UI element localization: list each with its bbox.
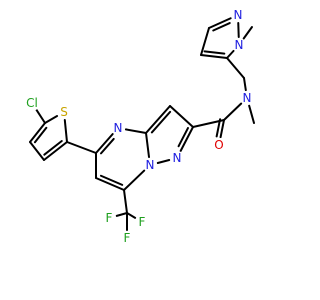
bond-cs2-cs3 [43, 141, 68, 161]
oxygen-atom-background [212, 138, 226, 152]
bond-ca-nam [223, 102, 243, 121]
bond-pc4-pc5 [200, 54, 228, 59]
bond-cf3-f3 [126, 212, 137, 219]
bond-pc4-pc5-double [203, 50, 226, 55]
sulfur-atom-background [57, 105, 71, 119]
nitrogen-atom-pyrimidine: N [114, 121, 123, 135]
bond-c3a-c3 [145, 105, 171, 134]
bond-cs4-cs1-double [33, 126, 48, 144]
nitrogen-atom-bridgehead: N [146, 158, 155, 172]
bond-c3a-n7a [145, 132, 151, 159]
nitrogen-atom-methylpyrazole-background [232, 38, 246, 52]
bond-ca-o [219, 119, 225, 139]
bond-ca-o-double [215, 118, 222, 138]
nitrogen-atom-pyrazole-background [170, 151, 184, 165]
bond-pc3-pc4 [200, 27, 210, 56]
bond-cl-cs1 [35, 108, 46, 124]
bond-c5-n4 [95, 133, 114, 154]
bond-c5-n4-double [100, 137, 115, 155]
nitrogen-atom-pyrazole: N [173, 151, 182, 165]
nitrogen-atom-pyrimidine-background [111, 121, 125, 135]
bond-n1-n7a [156, 159, 171, 164]
bond-pn2-pc3 [208, 17, 232, 29]
fluorine-atom-bottom: F [124, 231, 131, 245]
chlorine-atom: Cl [26, 96, 38, 110]
bond-cf3-f1 [115, 212, 128, 217]
fluorine-atom-left: F [106, 211, 113, 225]
bond-ch2-pc5 [226, 57, 245, 79]
bond-pc5-pn1 [226, 49, 235, 59]
bond-s1-cs2 [63, 118, 68, 143]
fluorine-atom-left-background [102, 211, 116, 225]
bond-cs2-cs3-double [43, 140, 63, 156]
nitrogen-atom-amide: N [243, 91, 252, 105]
fluorine-atom-right-background [135, 215, 149, 229]
nitrogen-atom-pyrazole-2: N [234, 8, 243, 22]
oxygen-atom: O [214, 138, 223, 152]
bond-c7-c6-double [99, 174, 124, 186]
fluorine-atom-right: F [139, 215, 146, 229]
bond-c2-n1-double [177, 127, 189, 148]
nitrogen-atom-pyrazole-2-background [231, 8, 245, 22]
nitrogen-atom-methylpyrazole: N [235, 38, 244, 52]
bond-cs4-cs1 [29, 122, 46, 143]
bond-n4-c3a [124, 128, 147, 134]
bond-nam-me1 [248, 104, 255, 124]
bond-nam-ch2 [243, 77, 247, 92]
bond-pn1-pme [242, 26, 253, 40]
nitrogen-atom-amide-background [240, 91, 254, 105]
fluorine-atom-bottom-background [120, 231, 134, 245]
bond-cs3-cs4 [29, 141, 45, 161]
bond-n7a-c7 [123, 169, 146, 191]
chlorine-atom-background [24, 95, 40, 111]
bond-c7-c6 [95, 177, 125, 191]
bond-pn2-pc3-double [212, 22, 231, 32]
bond-c3a-c3-double [150, 110, 172, 134]
bond-c7-cf3 [123, 189, 128, 214]
bond-c2-n1 [179, 126, 194, 152]
bond-cs1-s1 [44, 115, 59, 124]
bond-c3-c2 [169, 105, 194, 128]
sulfur-atom: S [60, 105, 68, 119]
bond-cs2-c5 [66, 141, 97, 154]
bonds [29, 17, 255, 231]
nitrogen-atom-bridgehead-background [143, 158, 157, 172]
